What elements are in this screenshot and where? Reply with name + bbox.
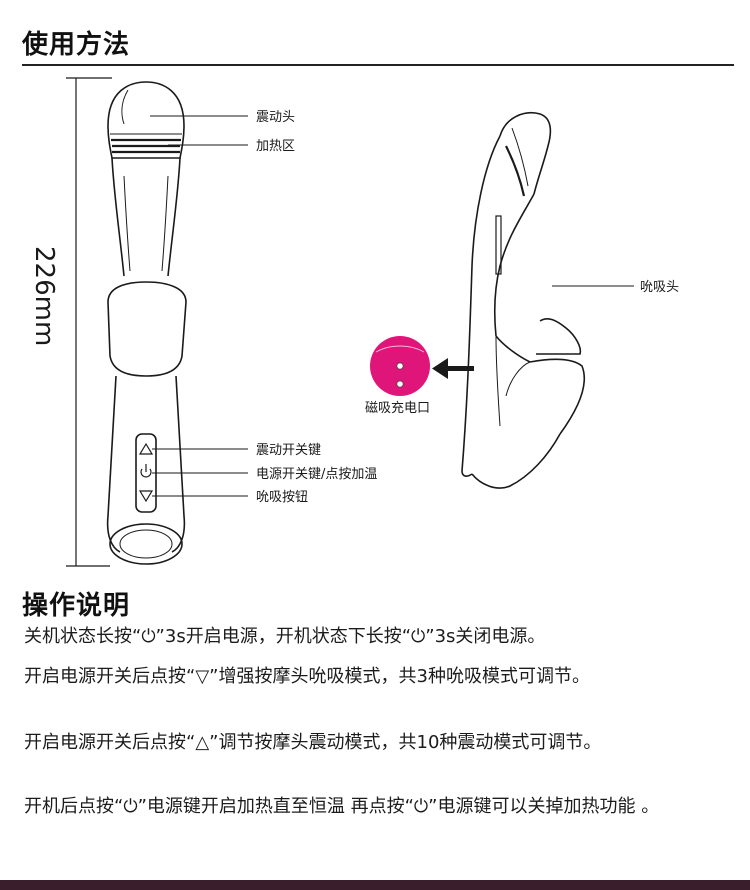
arrow-left-icon: [432, 358, 474, 379]
label-suction-head: 吮吸头: [640, 279, 679, 295]
front-view-device: [106, 81, 187, 565]
product-diagram: 226mm: [29, 77, 679, 567]
usage-title: 使用方法: [22, 30, 131, 60]
instruction-paragraph-1: 关机状态长按“⏻”3s开启电源，开机状态下长按“⏻”3s关闭电源。: [24, 626, 546, 647]
instruction-paragraph-4: 开机后点按“⏻”电源键开启加热直至恒温 再点按“⏻”电源键可以关掉加热功能 。: [24, 796, 660, 817]
up-triangle-icon[interactable]: [138, 442, 154, 455]
label-power-switch: 电源开关键/点按加温: [256, 467, 377, 482]
label-vibration-head: 震动头: [256, 110, 295, 125]
leader-lines-front: [150, 115, 248, 497]
down-triangle-icon[interactable]: [138, 490, 154, 503]
instruction-paragraph-2: 开启电源开关后点按“▽”增强按摩头吮吸模式，共3种吮吸模式可调节。: [24, 666, 590, 687]
footer-bar: [0, 880, 750, 890]
dimension-label: 226mm: [29, 246, 59, 346]
label-heating-zone: 加热区: [256, 139, 295, 154]
operation-title: 操作说明: [22, 591, 131, 621]
side-view-device: [461, 112, 586, 489]
label-magnetic-charging: 磁吸充电口: [365, 400, 430, 416]
title-divider: [22, 64, 734, 66]
power-icon[interactable]: [140, 464, 152, 478]
label-suction-button: 吮吸按钮: [256, 489, 308, 505]
dimension-line: [66, 77, 112, 567]
instruction-paragraph-3: 开启电源开关后点按“△”调节按摩头震动模式，共10种震动模式可调节。: [24, 732, 602, 753]
label-vibration-switch: 震动开关键: [256, 443, 321, 458]
